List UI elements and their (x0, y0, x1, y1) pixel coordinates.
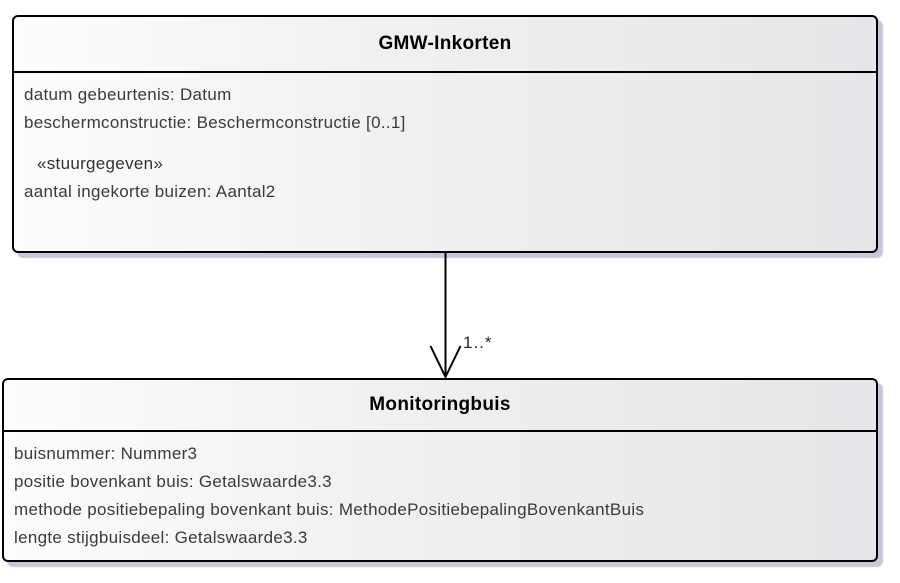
attribute-line: aantal ingekorte buizen: Aantal2 (24, 182, 276, 201)
class-box-gmw-inkorten[interactable]: GMW-Inkorten datum gebeurtenis: Datum be… (12, 15, 878, 253)
class-title-monitoringbuis: Monitoringbuis (4, 380, 876, 432)
attributes-compartment: datum gebeurtenis: Datum beschermconstru… (14, 73, 876, 206)
open-arrowhead-icon (429, 345, 462, 380)
stereotype-label: «stuurgegeven» (37, 154, 164, 173)
attribute-line: methode positiebepaling bovenkant buis: … (14, 500, 645, 519)
attributes-compartment: buisnummer: Nummer3 positie bovenkant bu… (4, 432, 876, 552)
attribute-line: positie bovenkant buis: Getalswaarde3.3 (14, 472, 332, 491)
class-title-gmw-inkorten: GMW-Inkorten (14, 17, 876, 73)
class-box-monitoringbuis[interactable]: Monitoringbuis buisnummer: Nummer3 posit… (2, 378, 878, 562)
multiplicity-label: 1..* (463, 333, 493, 352)
attribute-line: lengte stijgbuisdeel: Getalswaarde3.3 (14, 528, 308, 547)
attribute-line: buisnummer: Nummer3 (14, 444, 198, 463)
attribute-line: beschermconstructie: Beschermconstructie… (24, 113, 406, 132)
association-arrow[interactable] (420, 251, 520, 381)
attribute-line: datum gebeurtenis: Datum (24, 85, 232, 104)
